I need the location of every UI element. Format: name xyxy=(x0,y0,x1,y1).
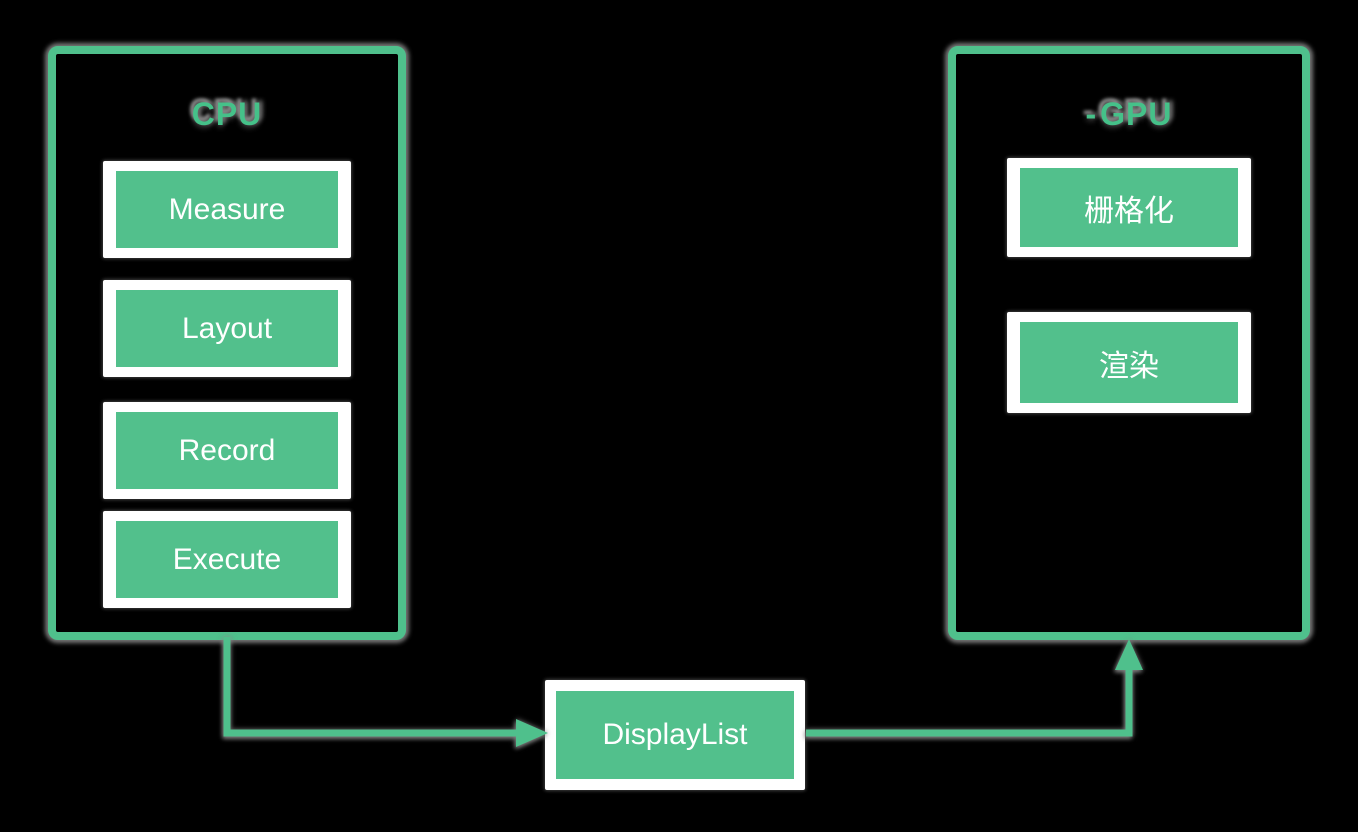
cpu-panel-title: CPU xyxy=(191,96,263,132)
gpu-step-rasterize: 栅格化 xyxy=(1007,158,1251,257)
gpu-panel: -GPU 栅格化 渲染 xyxy=(948,46,1310,640)
cpu-step-execute: Execute xyxy=(103,511,351,608)
cpu-panel: CPU Measure Layout Record Execute xyxy=(48,46,406,640)
gpu-step-render-label: 渲染 xyxy=(1020,322,1238,403)
displaylist-node: DisplayList xyxy=(545,680,805,790)
arrow-cpu-to-displaylist xyxy=(223,637,548,747)
gpu-step-render: 渲染 xyxy=(1007,312,1251,413)
cpu-step-measure-label: Measure xyxy=(116,171,338,248)
cpu-step-execute-label: Execute xyxy=(116,521,338,598)
gpu-title-dash: - xyxy=(1085,96,1098,132)
cpu-step-measure: Measure xyxy=(103,161,351,258)
cpu-step-layout: Layout xyxy=(103,280,351,377)
gpu-panel-title: -GPU xyxy=(956,96,1302,133)
displaylist-label: DisplayList xyxy=(556,691,794,779)
arrowhead-right-icon xyxy=(516,719,548,747)
arrow-displaylist-to-gpu xyxy=(806,639,1143,737)
cpu-step-layout-label: Layout xyxy=(116,290,338,367)
cpu-step-record: Record xyxy=(103,402,351,499)
cpu-step-record-label: Record xyxy=(116,412,338,489)
gpu-step-rasterize-label: 栅格化 xyxy=(1020,168,1238,247)
arrowhead-up-icon xyxy=(1115,639,1143,670)
gpu-title-text: GPU xyxy=(1100,96,1173,132)
